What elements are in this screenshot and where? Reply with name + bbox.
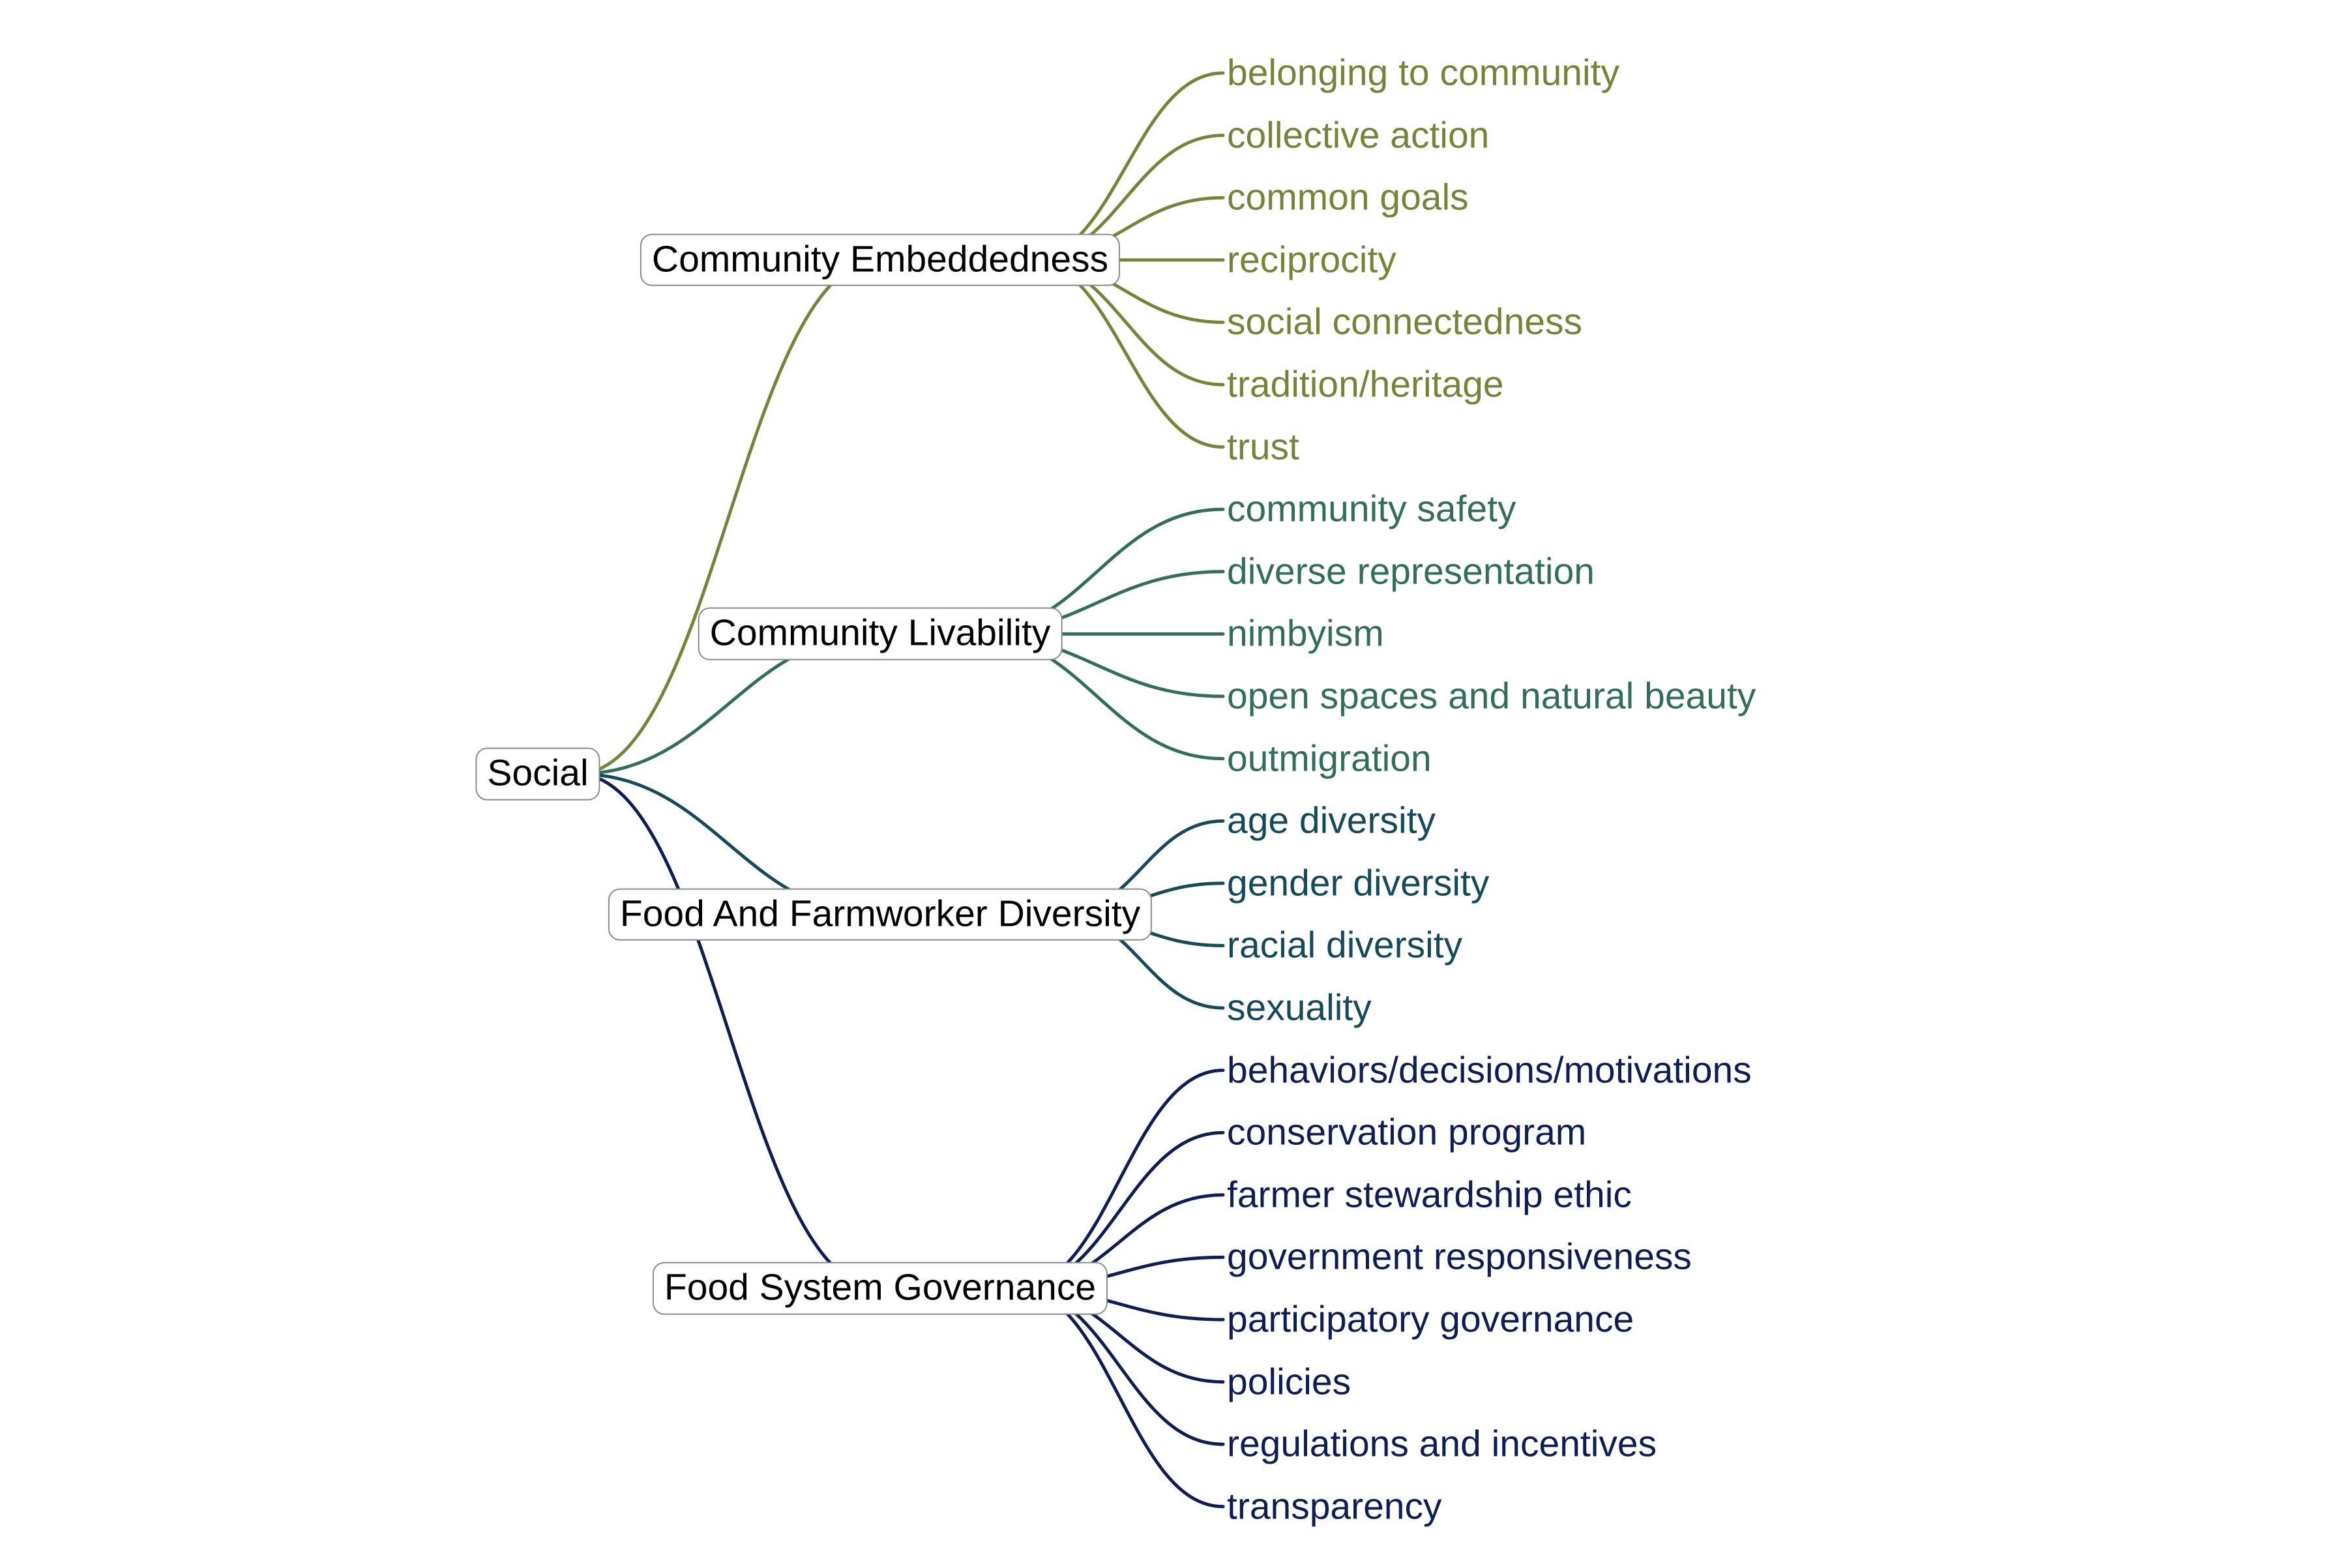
leaf-label-social-connectedness: social connectedness: [1227, 301, 1583, 344]
leaf-label-nimbyism: nimbyism: [1227, 613, 1384, 655]
leaf-label-outmigration: outmigration: [1227, 737, 1432, 780]
leaf-label-age-diversity: age diversity: [1227, 799, 1436, 842]
leaf-label-policies: policies: [1227, 1361, 1351, 1403]
branch-node-community-livability: Community Livability: [698, 608, 1063, 660]
leaf-label-belonging-to-community: belonging to community: [1227, 52, 1620, 94]
leaf-label-government-responsiveness: government responsiveness: [1227, 1236, 1692, 1279]
leaf-label-conservation-program: conservation program: [1227, 1111, 1587, 1153]
leaf-connector: [1014, 1069, 1225, 1290]
leaf-label-community-safety: community safety: [1227, 488, 1516, 530]
leaf-connector: [1014, 1286, 1225, 1509]
leaf-label-common-goals: common goals: [1227, 176, 1469, 218]
root-node: Social: [475, 747, 600, 801]
leaf-label-farmer-stewardship-ethic: farmer stewardship ethic: [1227, 1174, 1632, 1216]
leaf-label-racial-diversity: racial diversity: [1227, 925, 1463, 967]
leaf-label-participatory-governance: participatory governance: [1227, 1298, 1634, 1340]
branch-node-community-embeddedness: Community Embeddedness: [640, 233, 1121, 287]
leaf-label-gender-diversity: gender diversity: [1227, 862, 1490, 904]
leaf-label-sexuality: sexuality: [1227, 986, 1372, 1029]
leaf-label-diverse-representation: diverse representation: [1227, 550, 1595, 593]
leaf-label-reciprocity: reciprocity: [1227, 239, 1396, 281]
branch-node-food-and-farmworker-diversity: Food And Farmworker Diversity: [608, 888, 1153, 941]
branch-node-food-system-governance: Food System Governance: [652, 1262, 1108, 1315]
leaf-connector: [1027, 258, 1225, 449]
leaf-connector: [1027, 71, 1225, 262]
leaf-label-transparency: transparency: [1227, 1485, 1442, 1528]
leaf-label-behaviors-decisions-motivations: behaviors/decisions/motivations: [1227, 1049, 1752, 1091]
leaf-label-collective-action: collective action: [1227, 114, 1490, 156]
branch-connector: [575, 772, 882, 1290]
leaf-label-open-spaces-and-natural-beauty: open spaces and natural beauty: [1227, 675, 1756, 717]
leaf-label-tradition-heritage: tradition/heritage: [1227, 363, 1504, 406]
leaf-label-trust: trust: [1227, 426, 1299, 468]
leaf-label-regulations-and-incentives: regulations and incentives: [1227, 1423, 1657, 1465]
branch-connector: [575, 258, 882, 776]
